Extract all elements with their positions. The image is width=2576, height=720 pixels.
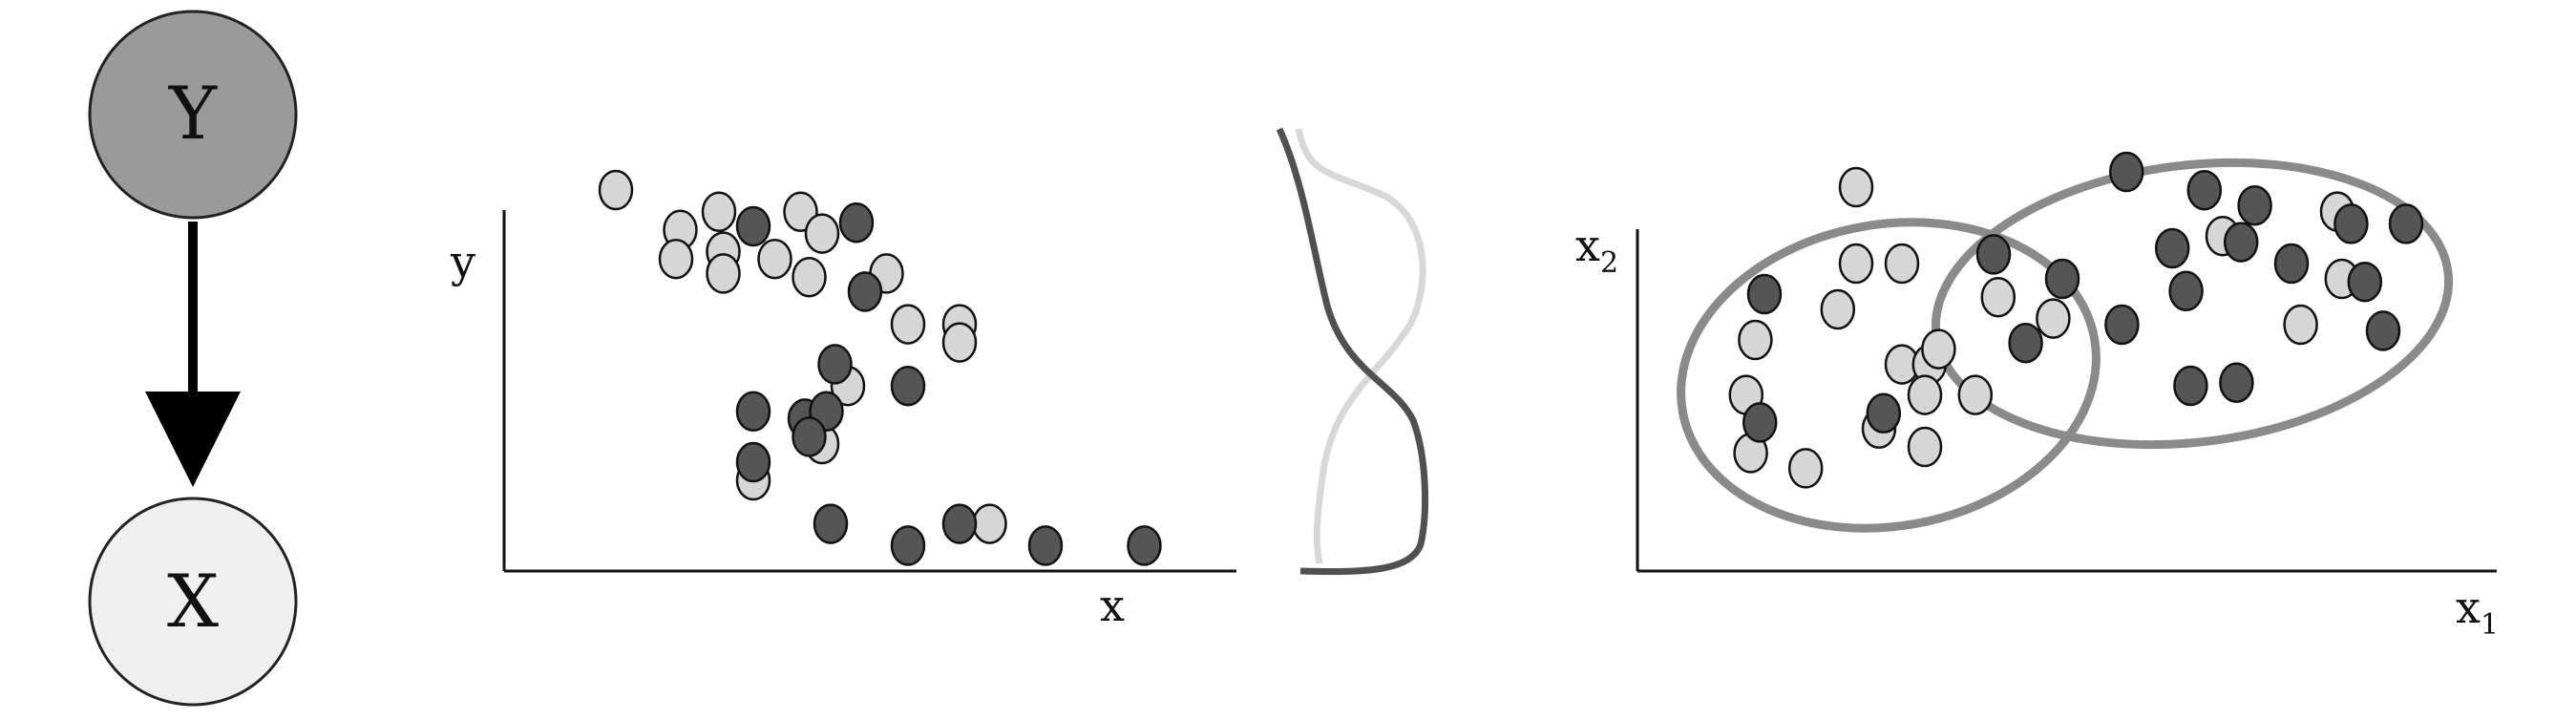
scatter-1d-point-dark [941,503,978,544]
scatter-2d-point-dark [1975,234,2012,275]
scatter-1d-point-dark [792,416,827,457]
scatter-2d-point-light [1738,319,1773,361]
scatter-2d-point-dark [2347,261,2383,303]
scatter-1d-point-dark [735,441,771,483]
scatter-2d-points [1728,151,2424,489]
scatter-2d-panel: x2 x1 [1575,151,2499,642]
scatter-2d-point-dark [2186,169,2223,211]
node-y-label: Y [168,71,218,156]
scatter-2d-point-light [1884,243,1920,285]
scatter-2d-point-dark [2168,270,2204,312]
scatter-1d-point-light [701,191,737,233]
class-ellipse-light [1677,218,2101,533]
scatter-1d-point-dark [817,344,853,385]
scatter-2d-point-dark [2333,203,2369,244]
node-y: Y [88,10,298,220]
x-axis-label: x [1100,580,1125,631]
density-curve-dark [1276,127,1429,576]
scatter-1d-point-light [972,503,1007,544]
node-x: X [88,497,298,707]
scatter-2d-point-dark [2044,258,2080,300]
node-x-circle [88,497,298,707]
scatter-2d-point-light [1907,374,1943,415]
scatter-2d-point-dark [2219,362,2254,404]
density-curve-light [1295,128,1426,564]
scatter-1d-point-dark [735,391,771,433]
scatter-2d-point-dark [2365,310,2401,351]
scatter-2d-point-dark [2104,304,2140,346]
scatter-1d-point-light [757,238,792,280]
node-y-circle [88,10,298,220]
node-x-label: X [167,559,219,644]
scatter-1d-point-light [941,322,978,363]
scatter-2d-point-dark [2223,222,2259,263]
scatter-2d-point-dark [2273,243,2310,285]
scatter-2d-point-dark [2154,227,2190,269]
scatter-2d-point-light [1921,328,1956,370]
scatter-1d-points [598,169,1162,566]
scatter-1d-point-light [706,253,741,294]
scatter-2d-point-light [1838,243,1874,285]
scatter-1d-point-dark [735,205,771,247]
scatter-2d-point-dark [2173,365,2208,407]
scatter-1d-point-light [792,256,827,298]
scatter-1d-point-dark [847,271,883,312]
scatter-2d-point-light [1820,288,1856,330]
graphical-model-panel: Y X [88,10,298,707]
scatter-2d-point-light [2036,298,2071,339]
x1-axis-label: x1 [2456,582,2499,642]
scatter-1d-point-dark [890,365,926,407]
scatter-2d-point-light [1838,166,1874,208]
scatter-1d-point-light [598,169,634,211]
scatter-2d-point-light [1957,374,1994,415]
scatter-2d-point-light [1787,448,1824,489]
scatter-2d-point-dark [2388,203,2424,244]
scatter-1d-point-light [804,213,840,254]
x2-axis-label: x2 [1575,220,1618,280]
scatter-2d-point-dark [1866,392,1902,434]
class-densities [1276,127,1429,576]
scatter-2d-point-light [1907,426,1943,468]
scatter-1d-point-dark [1127,525,1162,566]
scatter-1d-point-dark [890,525,926,566]
scatter-2d-point-dark [2008,322,2043,364]
scatter-2d-point-dark [2237,184,2272,226]
scatter-1d-point-dark [813,503,849,544]
scatter-2d-point-dark [1746,273,1783,315]
scatter-2d-point-dark [2108,151,2144,193]
scatter-1d-point-light [890,304,926,345]
y-axis-label: y [450,236,475,287]
scatter-2d-point-light [2283,304,2318,346]
scatter-2d-point-light [1980,276,2016,318]
scatter-2d-point-dark [1742,402,1778,443]
scatter-1d-panel: y x [450,127,1429,631]
scatter-1d-point-dark [838,201,875,244]
scatter-1d-point-dark [1027,525,1064,566]
scatter-1d-point-light [658,238,694,280]
